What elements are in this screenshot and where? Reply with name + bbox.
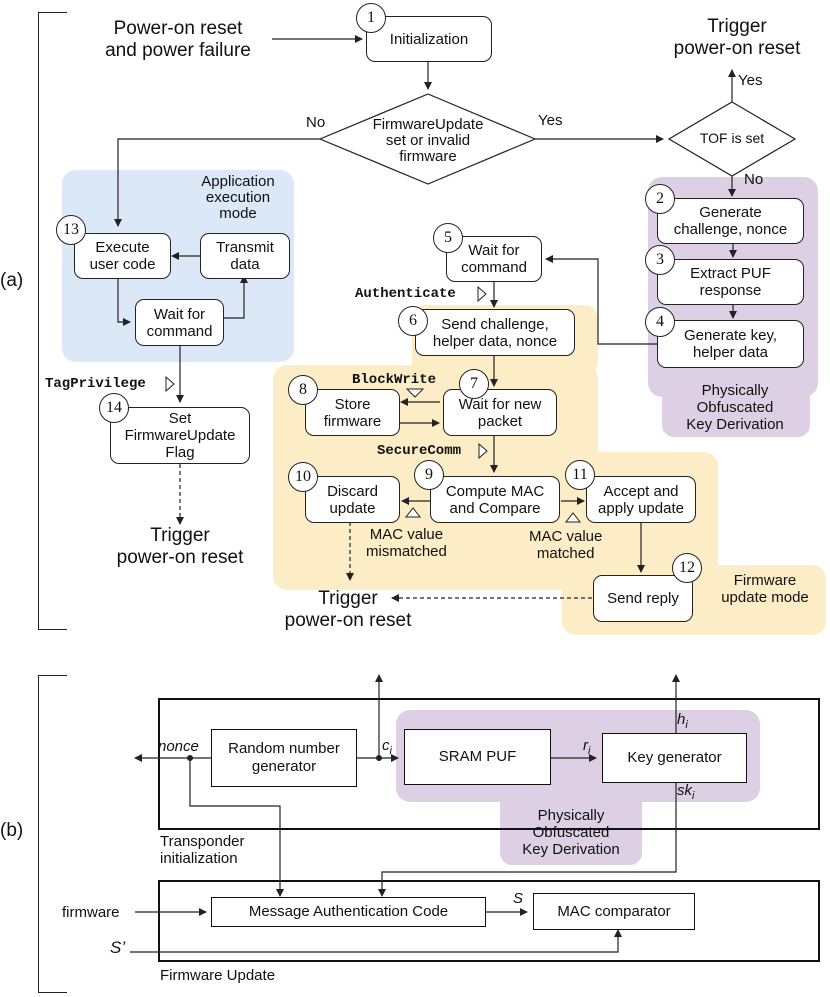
pokd-region-b-tail xyxy=(500,795,642,865)
step-13-execute-user-code: Execute user code xyxy=(74,233,171,279)
power-on-reset-text: Power-on reset and power failure xyxy=(105,18,251,61)
tof-decision: TOF is set xyxy=(699,130,765,146)
part-a-label: (a) xyxy=(0,270,24,291)
note-mac-mismatched: MAC value mismatched xyxy=(366,526,447,560)
transmit-data-box: Transmit data xyxy=(200,233,290,279)
firmware-update-frame xyxy=(158,880,820,962)
cmd-blockwrite: BlockWrite xyxy=(352,372,437,388)
bracket-b xyxy=(38,675,67,993)
signal-ri: ri xyxy=(583,737,591,757)
step-5-wait-command: Wait for command xyxy=(446,236,542,282)
step-number-9: 9 xyxy=(414,460,444,490)
trigger-left: Trigger power-on reset xyxy=(116,525,244,568)
step-8-store-firmware: Store firmware xyxy=(305,389,400,436)
label-firmware-mode: Firmware update mode xyxy=(721,572,809,606)
label-application-mode: Application execution mode xyxy=(201,173,275,222)
pokd-region-tail xyxy=(662,380,810,437)
cmd-securecomm: SecureComm xyxy=(377,443,462,459)
key-generator-block: Key generator xyxy=(602,733,747,783)
step-9-compute-mac: Compute MAC and Compare xyxy=(430,476,560,523)
signal-ski: ski xyxy=(677,782,695,802)
firmware-update-decision: FirmwareUpdate set or invalid firmware xyxy=(372,116,484,165)
trigger-top-right: Trigger power-on reset xyxy=(673,16,801,59)
cmd-authenticate: Authenticate xyxy=(355,286,456,302)
step-number-4: 4 xyxy=(645,307,675,337)
step-6-send-challenge: Send challenge, helper data, nonce xyxy=(415,309,575,356)
signal-firmware: firmware xyxy=(62,904,120,921)
step-14-set-flag: Set FirmwareUpdate Flag xyxy=(110,407,250,464)
step-number-5: 5 xyxy=(433,223,463,253)
step-number-7: 7 xyxy=(459,369,489,399)
note-mac-matched: MAC value matched xyxy=(529,528,603,562)
step-12-send-reply: Send reply xyxy=(593,575,693,622)
branch-yes-up: Yes xyxy=(738,72,763,89)
wait-command-app-box: Wait for command xyxy=(135,299,224,346)
signal-s: S xyxy=(513,890,524,907)
step-7-wait-packet: Wait for new packet xyxy=(443,389,557,436)
signal-ci: ci xyxy=(382,737,392,757)
step-number-13: 13 xyxy=(56,215,86,245)
step-number-8: 8 xyxy=(288,375,318,405)
step-number-1: 1 xyxy=(356,3,386,33)
signal-nonce: nonce xyxy=(158,738,199,755)
cmd-tagprivilege: TagPrivilege xyxy=(45,376,146,392)
step-11-accept-update: Accept and apply update xyxy=(586,476,696,523)
label-firmware-update: Firmware Update xyxy=(160,967,276,984)
signal-hi: hi xyxy=(677,711,688,731)
label-pokd-b: Physically Obfuscated Key Derivation xyxy=(522,807,620,858)
label-pokd: Physically Obfuscated Key Derivation xyxy=(686,382,784,433)
step-number-14: 14 xyxy=(99,393,129,423)
step-number-2: 2 xyxy=(645,184,675,214)
step-10-discard-update: Discard update xyxy=(305,476,400,523)
branch-yes-right: Yes xyxy=(538,112,563,129)
step-2-generate-challenge: Generate challenge, nonce xyxy=(657,198,804,244)
step-number-3: 3 xyxy=(645,245,675,275)
mac-block: Message Authentication Code xyxy=(211,897,486,927)
sram-puf-block: SRAM PUF xyxy=(404,729,551,785)
step-3-extract-puf: Extract PUF response xyxy=(657,259,804,305)
branch-no-down: No xyxy=(744,171,764,188)
transponder-init-frame xyxy=(158,698,820,830)
step-number-10: 10 xyxy=(288,462,318,492)
branch-no-left: No xyxy=(306,114,326,131)
rng-block: Random number generator xyxy=(211,729,357,787)
step-1-initialization: Initialization xyxy=(366,16,492,62)
step-4-generate-key: Generate key, helper data xyxy=(657,320,804,368)
part-b-label: (b) xyxy=(0,820,24,841)
step-number-6: 6 xyxy=(398,306,428,336)
trigger-bottom: Trigger power-on reset xyxy=(284,588,412,631)
step-number-12: 12 xyxy=(672,553,702,583)
mac-comparator-block: MAC comparator xyxy=(533,893,695,930)
bracket-a xyxy=(38,12,67,630)
signal-s-prime: S’ xyxy=(110,938,126,957)
step-number-11: 11 xyxy=(565,460,595,490)
label-transponder-init: Transponder initialization xyxy=(160,833,245,867)
